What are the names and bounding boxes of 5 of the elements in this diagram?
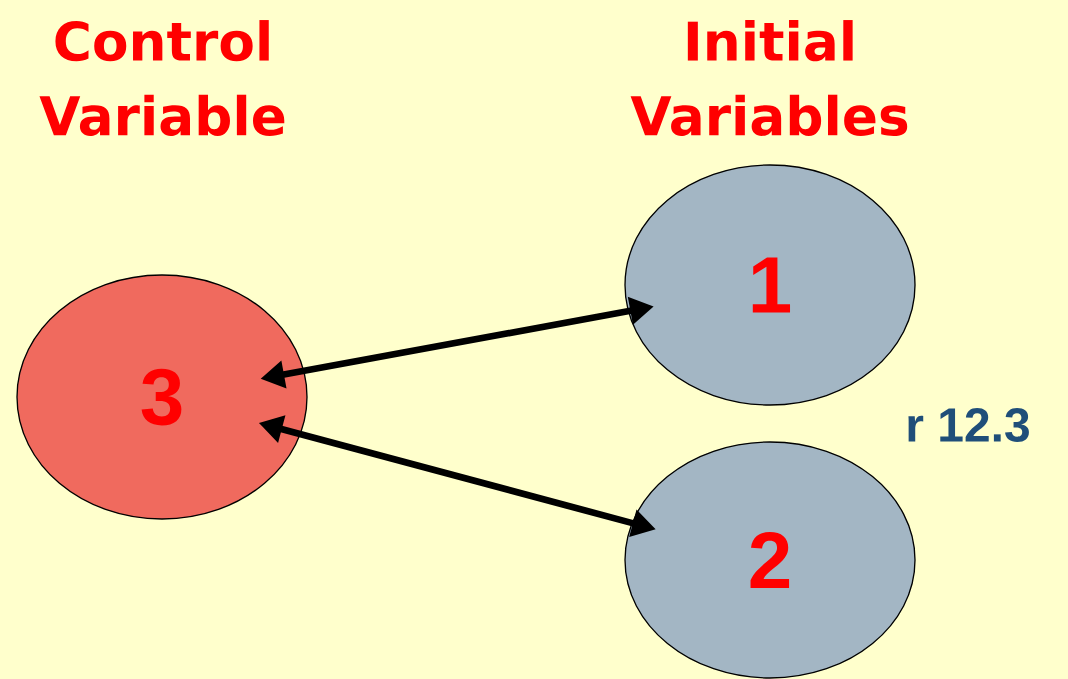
ellipse-node: 3 xyxy=(16,274,308,520)
heading-text: Control Variable xyxy=(39,20,285,136)
ellipse-node: 2 xyxy=(624,441,916,679)
ellipse-node: 1 xyxy=(624,164,916,406)
correlation-label: r 12.3 xyxy=(908,408,1029,443)
